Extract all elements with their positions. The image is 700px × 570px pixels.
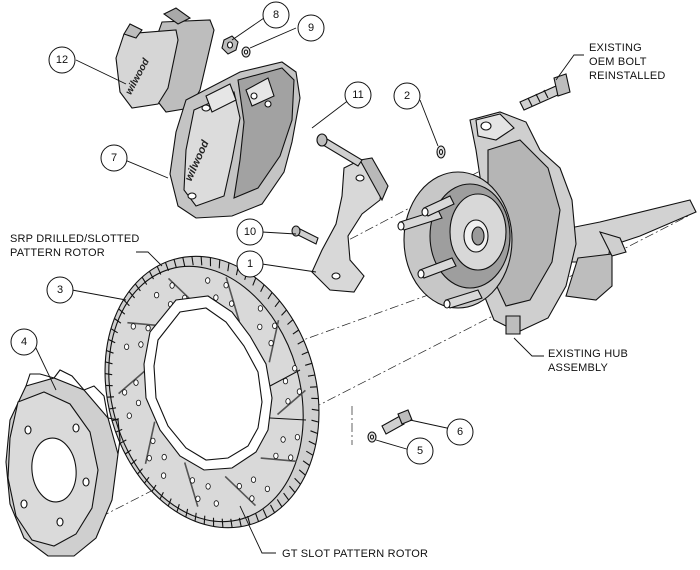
bracket-bolt	[291, 225, 319, 245]
leader-lines	[33, 17, 584, 554]
drill-hole	[288, 454, 294, 461]
drill-hole	[154, 291, 160, 299]
label-existing-bolt: EXISTING OEM BOLT REINSTALLED	[589, 42, 666, 82]
drill-hole	[249, 495, 255, 502]
drill-hole	[126, 412, 132, 419]
drill-hole	[135, 399, 142, 407]
drill-hole	[223, 282, 229, 289]
svg-text:1: 1	[247, 258, 253, 270]
drill-hole	[257, 305, 263, 312]
svg-text:5: 5	[417, 445, 423, 457]
callout-9: 9	[297, 14, 325, 42]
drill-hole	[161, 472, 167, 479]
washer	[436, 145, 446, 159]
callout-2: 2	[393, 82, 421, 110]
callout-12: 12	[48, 46, 76, 74]
svg-text:PATTERN ROTOR: PATTERN ROTOR	[10, 247, 105, 259]
callout-6: 6	[446, 418, 474, 446]
drill-hole	[124, 343, 130, 350]
drill-hole	[285, 398, 291, 405]
drill-hole	[264, 485, 270, 493]
hub-assembly	[397, 111, 697, 335]
label-hub-assembly: EXISTING HUB ASSEMBLY	[548, 348, 628, 374]
callout-5: 5	[406, 437, 434, 465]
callout-10: 10	[236, 218, 264, 246]
svg-text:11: 11	[352, 89, 363, 101]
callouts: 12 8 9 11 2 7 10 1 3 4 6 5	[10, 1, 474, 465]
rotor-vent-teeth	[104, 256, 320, 528]
drill-hole	[213, 294, 219, 301]
drill-hole	[195, 495, 201, 502]
drill-hole	[292, 365, 298, 372]
svg-text:EXISTING: EXISTING	[589, 42, 642, 54]
callout-8: 8	[262, 1, 290, 29]
drill-hole	[280, 436, 286, 443]
callout-7: 7	[100, 144, 128, 172]
drill-hole	[146, 455, 152, 462]
drill-hole	[229, 300, 235, 307]
svg-text:6: 6	[457, 426, 463, 438]
hat-bolt	[367, 409, 413, 443]
brake-pads: wilwood	[115, 7, 215, 113]
svg-text:GT SLOT PATTERN ROTOR: GT SLOT PATTERN ROTOR	[282, 548, 428, 560]
drill-hole	[138, 341, 144, 348]
rotor-hat	[5, 369, 121, 557]
drill-hole	[272, 322, 278, 329]
caliper: wilwood	[169, 61, 301, 219]
drill-hole	[122, 389, 128, 396]
drill-hole	[205, 483, 211, 490]
svg-text:REINSTALLED: REINSTALLED	[589, 70, 666, 82]
svg-text:SRP DRILLED/SLOTTED: SRP DRILLED/SLOTTED	[10, 233, 140, 245]
svg-text:8: 8	[273, 9, 279, 21]
svg-text:9: 9	[308, 22, 314, 34]
svg-text:4: 4	[21, 336, 27, 348]
drill-hole	[133, 379, 139, 386]
svg-text:12: 12	[56, 54, 68, 66]
drill-hole	[250, 476, 257, 483]
caliper-bracket	[311, 157, 389, 293]
nut-washer	[221, 35, 251, 58]
drill-hole	[150, 437, 156, 445]
drill-hole	[213, 500, 219, 507]
callout-4: 4	[10, 328, 38, 356]
drill-hole	[161, 453, 167, 461]
drill-hole	[268, 339, 274, 347]
callout-1: 1	[236, 250, 264, 278]
callout-11: 11	[344, 81, 372, 109]
drill-hole	[273, 452, 279, 460]
rotor	[104, 255, 320, 529]
svg-text:10: 10	[244, 226, 256, 238]
drill-hole	[257, 323, 263, 331]
svg-text:7: 7	[111, 152, 117, 164]
drill-hole	[294, 434, 300, 441]
drill-hole	[130, 323, 136, 330]
caliper-mount-bolt	[316, 133, 363, 167]
drill-hole	[236, 482, 242, 490]
svg-text:OEM BOLT: OEM BOLT	[589, 56, 647, 68]
svg-text:EXISTING HUB: EXISTING HUB	[548, 348, 628, 360]
svg-text:2: 2	[404, 90, 410, 102]
drill-hole	[169, 282, 175, 289]
label-srp-rotor: SRP DRILLED/SLOTTED PATTERN ROTOR	[10, 233, 140, 259]
label-gt-rotor: GT SLOT PATTERN ROTOR	[282, 548, 428, 560]
drill-hole	[296, 388, 302, 395]
callout-3: 3	[46, 276, 74, 304]
svg-text:3: 3	[57, 284, 63, 296]
svg-text:ASSEMBLY: ASSEMBLY	[548, 362, 609, 374]
drill-hole	[145, 324, 151, 332]
drill-hole	[189, 477, 195, 484]
drill-hole	[205, 277, 211, 284]
oem-bolt	[519, 73, 571, 111]
